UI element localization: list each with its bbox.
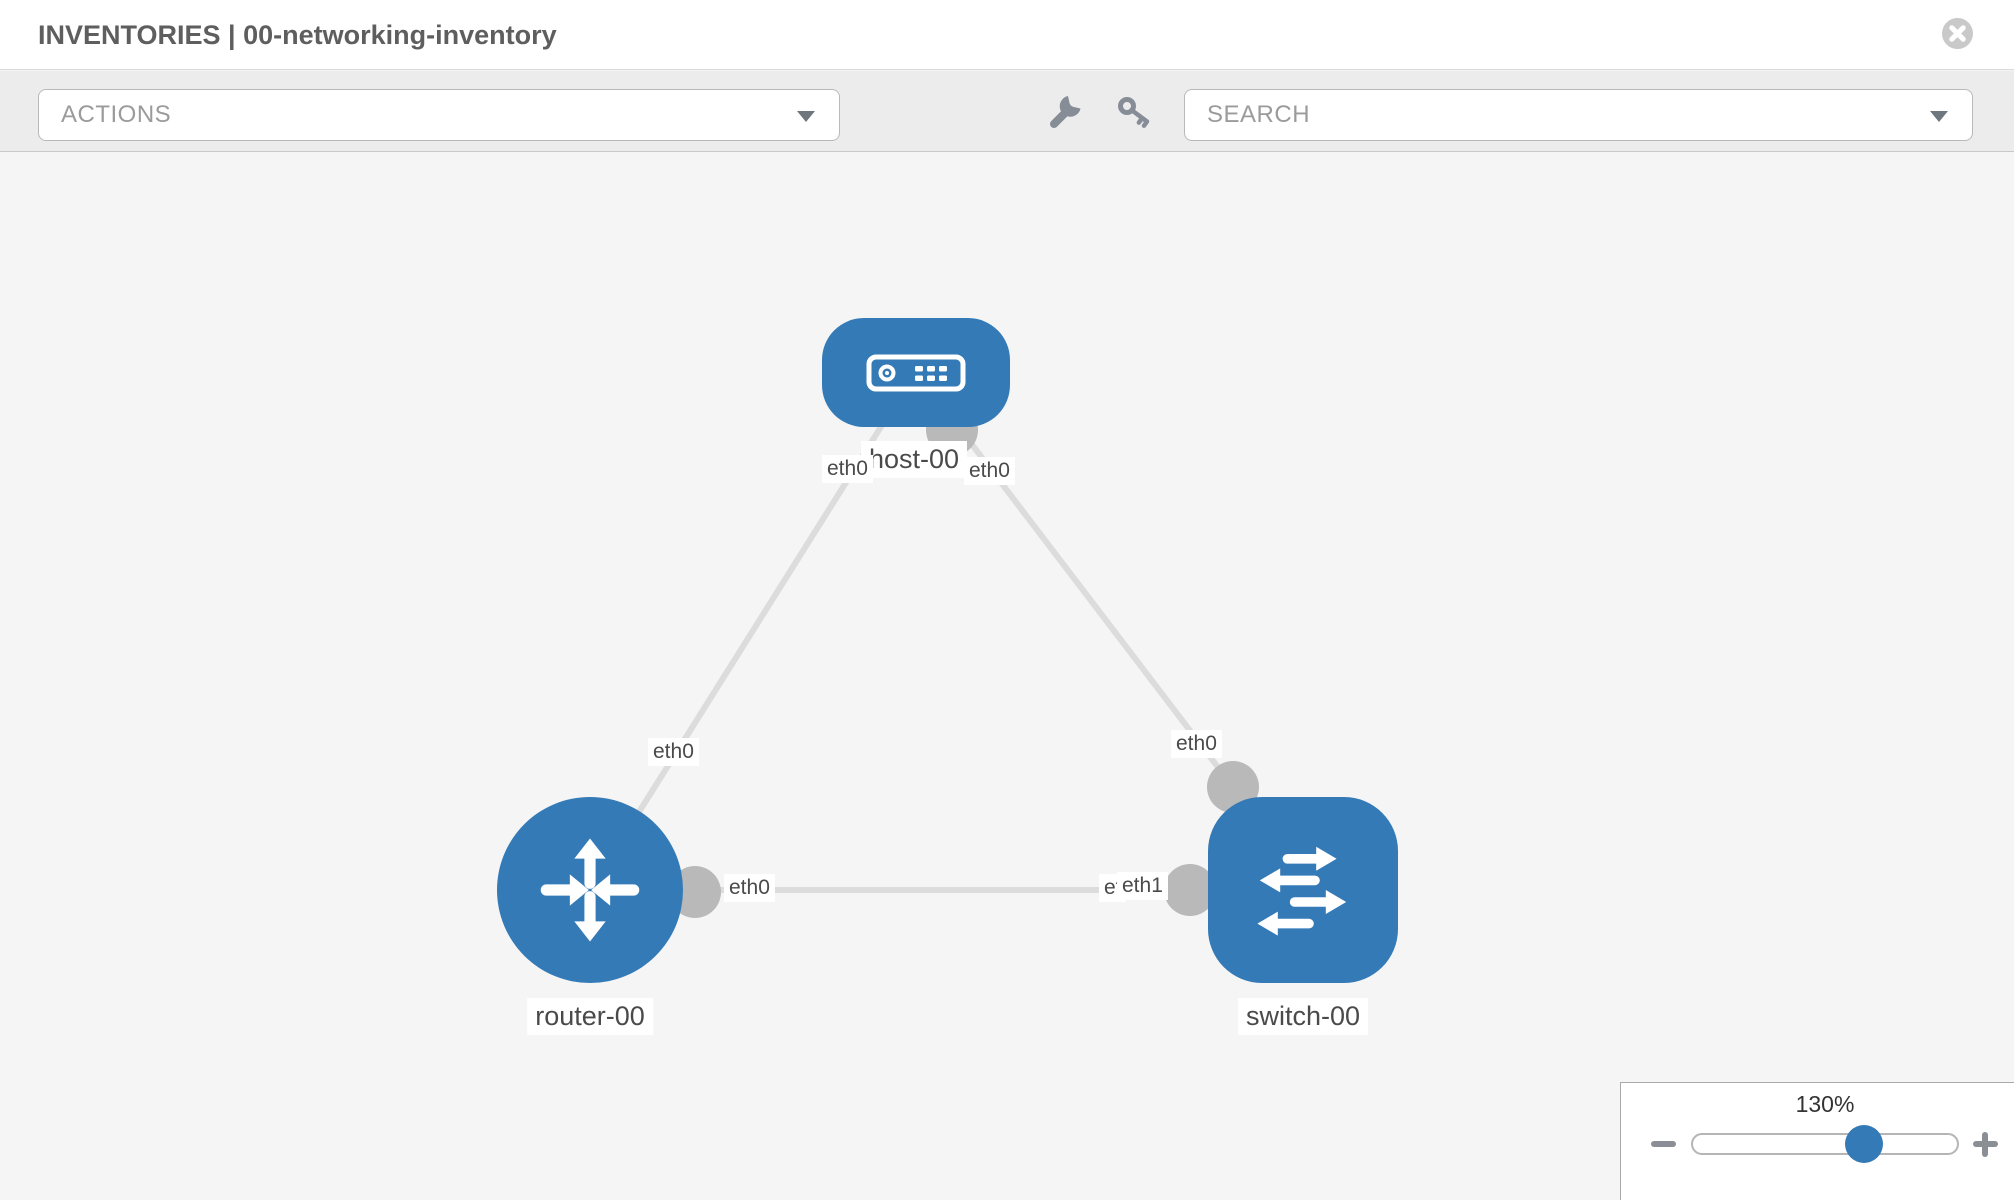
toolbar: ACTIONS SEARCH <box>0 71 2014 152</box>
interface-label-switch-eth0: eth0 <box>1171 730 1222 758</box>
interface-label-router-eth0-side: eth0 <box>724 874 775 902</box>
actions-dropdown-label: ACTIONS <box>61 101 172 128</box>
node-label-switch: switch-00 <box>1237 998 1369 1035</box>
zoom-in-button[interactable] <box>1973 1132 1998 1157</box>
interface-label-host-eth0-right: eth0 <box>964 457 1015 485</box>
zoom-slider-thumb[interactable] <box>1845 1125 1883 1163</box>
zoom-level-value: 130% <box>1795 1091 1855 1117</box>
configure-tool-button[interactable] <box>1046 94 1082 130</box>
header: INVENTORIES | 00-networking-inventory <box>0 0 2014 70</box>
plus-icon <box>1982 1132 1988 1157</box>
links-layer <box>587 369 1303 918</box>
chevron-down-icon <box>797 111 815 122</box>
node-label-router: router-00 <box>527 998 653 1035</box>
close-icon <box>1942 18 1973 49</box>
interface-label-router-eth0-up: eth0 <box>648 738 699 766</box>
switch-icon <box>1257 846 1347 936</box>
host-device-icon <box>866 354 966 391</box>
chevron-down-icon <box>1930 111 1948 122</box>
zoom-out-button[interactable] <box>1651 1141 1676 1147</box>
interface-label-host-eth0-left: eth0 <box>822 455 873 483</box>
actions-dropdown[interactable]: ACTIONS <box>38 89 840 141</box>
zoom-control-panel: 130% <box>1620 1082 2014 1200</box>
page-title: INVENTORIES | 00-networking-inventory <box>38 20 557 50</box>
node-label-host: host-00 <box>860 441 968 478</box>
wrench-icon <box>1050 96 1081 128</box>
key-icon <box>1118 97 1150 128</box>
node-host-00[interactable] <box>822 318 1010 427</box>
interface-label-switch-eth1: eth1 <box>1117 872 1168 900</box>
search-dropdown[interactable]: SEARCH <box>1184 89 1973 141</box>
credentials-tool-button[interactable] <box>1116 94 1152 130</box>
node-router-00[interactable] <box>497 797 683 983</box>
interface-dot-switch-left <box>1164 864 1216 916</box>
topology-canvas[interactable]: host-00 router-00 switch-00 eth0 eth0 et… <box>0 153 2014 1200</box>
zoom-slider-track[interactable] <box>1691 1133 1959 1155</box>
close-button[interactable] <box>1942 18 1973 49</box>
node-switch-00[interactable] <box>1208 797 1398 983</box>
search-placeholder: SEARCH <box>1207 101 1311 128</box>
router-icon <box>540 838 640 942</box>
